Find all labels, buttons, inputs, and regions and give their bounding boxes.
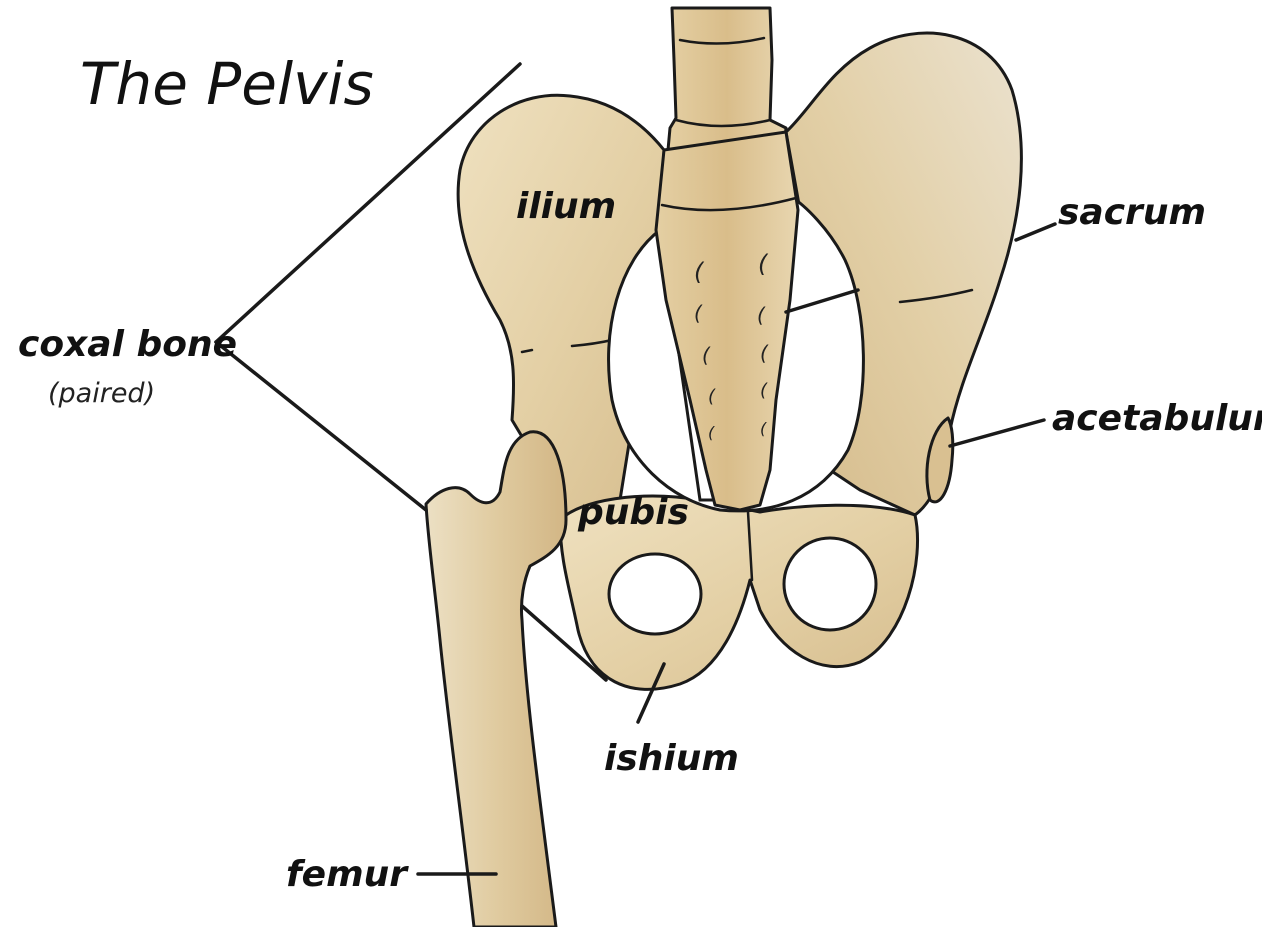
sacral-foramen: ( <box>694 301 703 325</box>
coxal-leader-lower <box>216 342 426 510</box>
label-sacrum: sacrum <box>1058 192 1206 233</box>
label-coxal-note: (paired) <box>48 378 155 409</box>
acetabulum-leader <box>950 420 1044 446</box>
label-pubis: pubis <box>577 492 689 533</box>
label-acetabulum: acetabulum <box>1052 398 1262 439</box>
sacral-foramen: ( <box>758 250 769 278</box>
sacral-foramen: ( <box>708 386 716 407</box>
sacral-foramen: ( <box>708 423 715 442</box>
sacral-foramen: ( <box>702 343 711 367</box>
label-ishium: ishium <box>604 738 739 779</box>
sacral-foramen: ( <box>694 258 705 286</box>
sacral-foramen: ( <box>760 380 768 401</box>
label-femur: femur <box>286 854 409 895</box>
femur-bone <box>426 432 566 927</box>
lumbar-vertebrae <box>668 8 786 150</box>
sacral-foramen: ( <box>760 419 767 438</box>
label-ilium: ilium <box>516 186 616 227</box>
sacral-foramen: ( <box>757 303 766 327</box>
label-coxal-bone: coxal bone <box>18 324 237 365</box>
sacrum-leader <box>1016 224 1055 240</box>
sacral-foramen: ( <box>760 341 769 365</box>
diagram-title: The Pelvis <box>80 50 374 118</box>
